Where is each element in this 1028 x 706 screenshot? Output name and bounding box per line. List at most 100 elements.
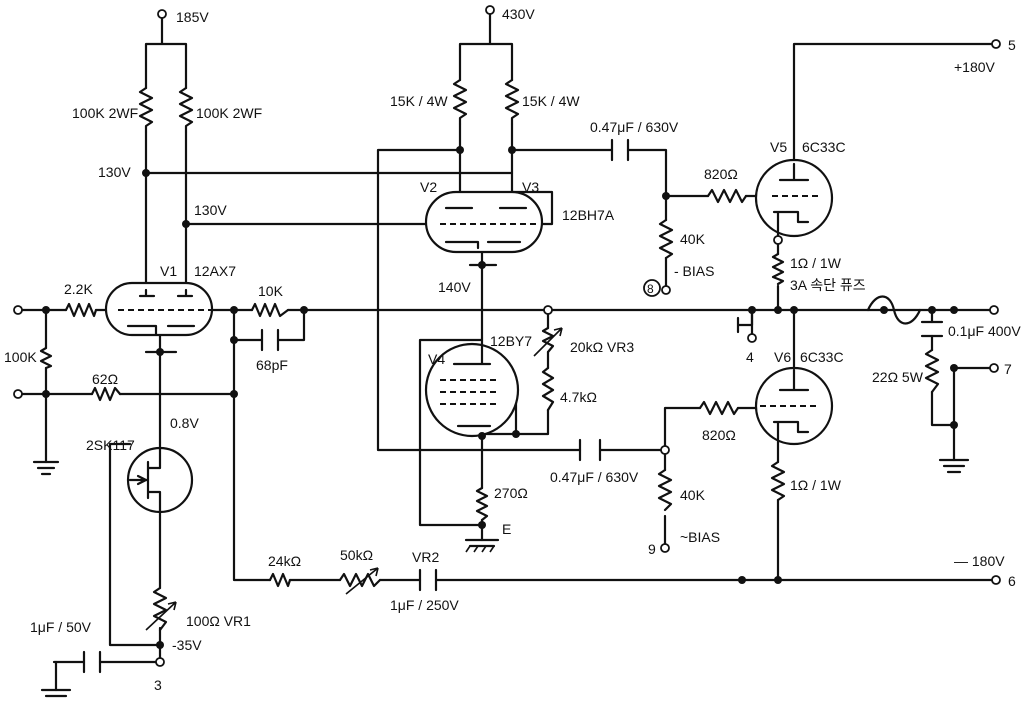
cap-047-top — [610, 138, 630, 162]
resistor-820-top — [706, 188, 748, 204]
label-820-top: 820Ω — [704, 166, 738, 182]
label-140v: 140V — [438, 279, 471, 295]
tube-v6-6c33c — [754, 366, 834, 446]
label-820-bot: 820Ω — [702, 427, 736, 443]
label-cap-047-bot: 0.47μF / 630V — [550, 469, 639, 485]
wires — [20, 12, 998, 692]
label-cap-1-50: 1μF / 50V — [30, 619, 92, 635]
label-10k: 10K — [258, 283, 284, 299]
cap-047-bot — [578, 438, 602, 462]
label-v2: V2 — [420, 179, 437, 195]
tube-v2-v3-12bh7a — [424, 190, 544, 254]
label-0-8v: 0.8V — [170, 415, 199, 431]
label-v5: V5 — [770, 139, 787, 155]
resistor-2-2k — [64, 302, 98, 318]
cap-01-400 — [920, 320, 944, 338]
label-bias-top: - BIAS — [674, 263, 714, 279]
label-270: 270Ω — [494, 485, 528, 501]
label-40k-top: 40K — [680, 231, 706, 247]
label-6c33c-bot: 6C33C — [800, 349, 844, 365]
label-430v: 430V — [502, 6, 535, 22]
label-2-2k: 2.2K — [64, 281, 93, 297]
label-68pf: 68pF — [256, 357, 288, 373]
jfet-2sk117 — [126, 440, 194, 514]
resistor-22-5w — [924, 348, 940, 394]
label-v3: V3 — [522, 179, 539, 195]
label-100-vr1: 100Ω VR1 — [186, 613, 251, 629]
label-terminal-7: 7 — [1004, 361, 1012, 377]
resistors — [39, 78, 940, 632]
label-terminal-8: 8 — [647, 282, 654, 296]
resistor-10k — [250, 302, 290, 318]
resistor-100k-input — [39, 346, 53, 370]
resistor-270 — [475, 486, 489, 522]
resistor-40k-bot — [657, 468, 673, 512]
label-22-5w: 22Ω 5W — [872, 369, 924, 385]
resistor-100k-2wf-a — [138, 86, 154, 134]
label-e: E — [502, 521, 511, 537]
resistor-100k-2wf-b — [178, 86, 194, 134]
label-2sk117: 2SK117 — [86, 437, 135, 453]
cap-1-50 — [82, 650, 102, 674]
label-40k-bot: 40K — [680, 487, 706, 503]
label-1ohm-top: 1Ω / 1W — [790, 255, 842, 271]
label-v4: V4 — [428, 351, 445, 367]
label-cap-1-250: 1μF / 250V — [390, 597, 459, 613]
label-20k-vr3: 20kΩ VR3 — [570, 339, 634, 355]
label-100k-2wf-b: 100K 2WF — [196, 105, 262, 121]
cap-68pf — [260, 328, 280, 352]
label-plus180: +180V — [954, 59, 996, 75]
label-terminal-6: 6 — [1008, 573, 1016, 589]
label-fuse: 3A 속단 퓨즈 — [790, 277, 866, 293]
label-12by7: 12BY7 — [490, 333, 532, 349]
label-vr2: VR2 — [412, 549, 439, 565]
label-cap-047-top: 0.47μF / 630V — [590, 119, 679, 135]
fuse-3a — [866, 295, 922, 325]
resistor-20k-vr3 — [541, 326, 555, 354]
label-terminal-3: 3 — [154, 677, 162, 693]
resistor-50k — [338, 572, 382, 588]
resistor-24k — [268, 572, 292, 588]
label-bias-bot: ~BIAS — [680, 529, 720, 545]
label-24k: 24kΩ — [268, 553, 301, 569]
tube-v5-6c33c — [754, 158, 834, 238]
label-minus35: -35V — [172, 637, 202, 653]
ground-symbols — [32, 458, 970, 698]
label-v1: V1 — [160, 263, 177, 279]
terminals — [13, 5, 1001, 667]
label-130v-b: 130V — [194, 202, 227, 218]
resistor-15k-b — [504, 78, 520, 126]
label-6c33c-top: 6C33C — [802, 139, 846, 155]
tube-v1-12ax7 — [104, 281, 214, 337]
resistor-40k-top — [658, 218, 674, 260]
label-terminal-5: 5 — [1008, 37, 1016, 53]
label-62: 62Ω — [92, 371, 118, 387]
resistor-4-7k — [541, 366, 555, 412]
label-cap-01: 0.1μF 400V — [948, 323, 1021, 339]
resistor-15k-a — [452, 78, 468, 126]
junction-dots — [42, 146, 958, 649]
label-15k-a: 15K / 4W — [390, 93, 448, 109]
label-50k: 50kΩ — [340, 547, 373, 563]
resistor-100-vr1 — [152, 586, 168, 632]
label-12bh7a: 12BH7A — [562, 207, 615, 223]
label-minus180: — 180V — [954, 553, 1005, 569]
label-terminal-9: 9 — [648, 541, 656, 557]
label-100k-2wf-a: 100K 2WF — [72, 105, 138, 121]
label-100k-input: 100K — [4, 349, 37, 365]
labels: 185V 430V 100K 2WF 100K 2WF 15K / 4W 15K… — [4, 6, 1021, 693]
label-v6: V6 — [774, 349, 791, 365]
label-130v-a: 130V — [98, 164, 131, 180]
label-15k-b: 15K / 4W — [522, 93, 580, 109]
label-185v: 185V — [176, 9, 209, 25]
resistor-1ohm-top — [771, 252, 785, 286]
resistor-62 — [90, 386, 122, 402]
resistor-820-bot — [698, 400, 740, 416]
capacitors — [82, 138, 944, 674]
label-terminal-4: 4 — [746, 349, 754, 365]
label-4-7k: 4.7kΩ — [560, 389, 597, 405]
label-1ohm-bot: 1Ω / 1W — [790, 477, 842, 493]
tube-v4-12by7 — [424, 336, 520, 438]
cap-1-250 — [418, 568, 438, 592]
